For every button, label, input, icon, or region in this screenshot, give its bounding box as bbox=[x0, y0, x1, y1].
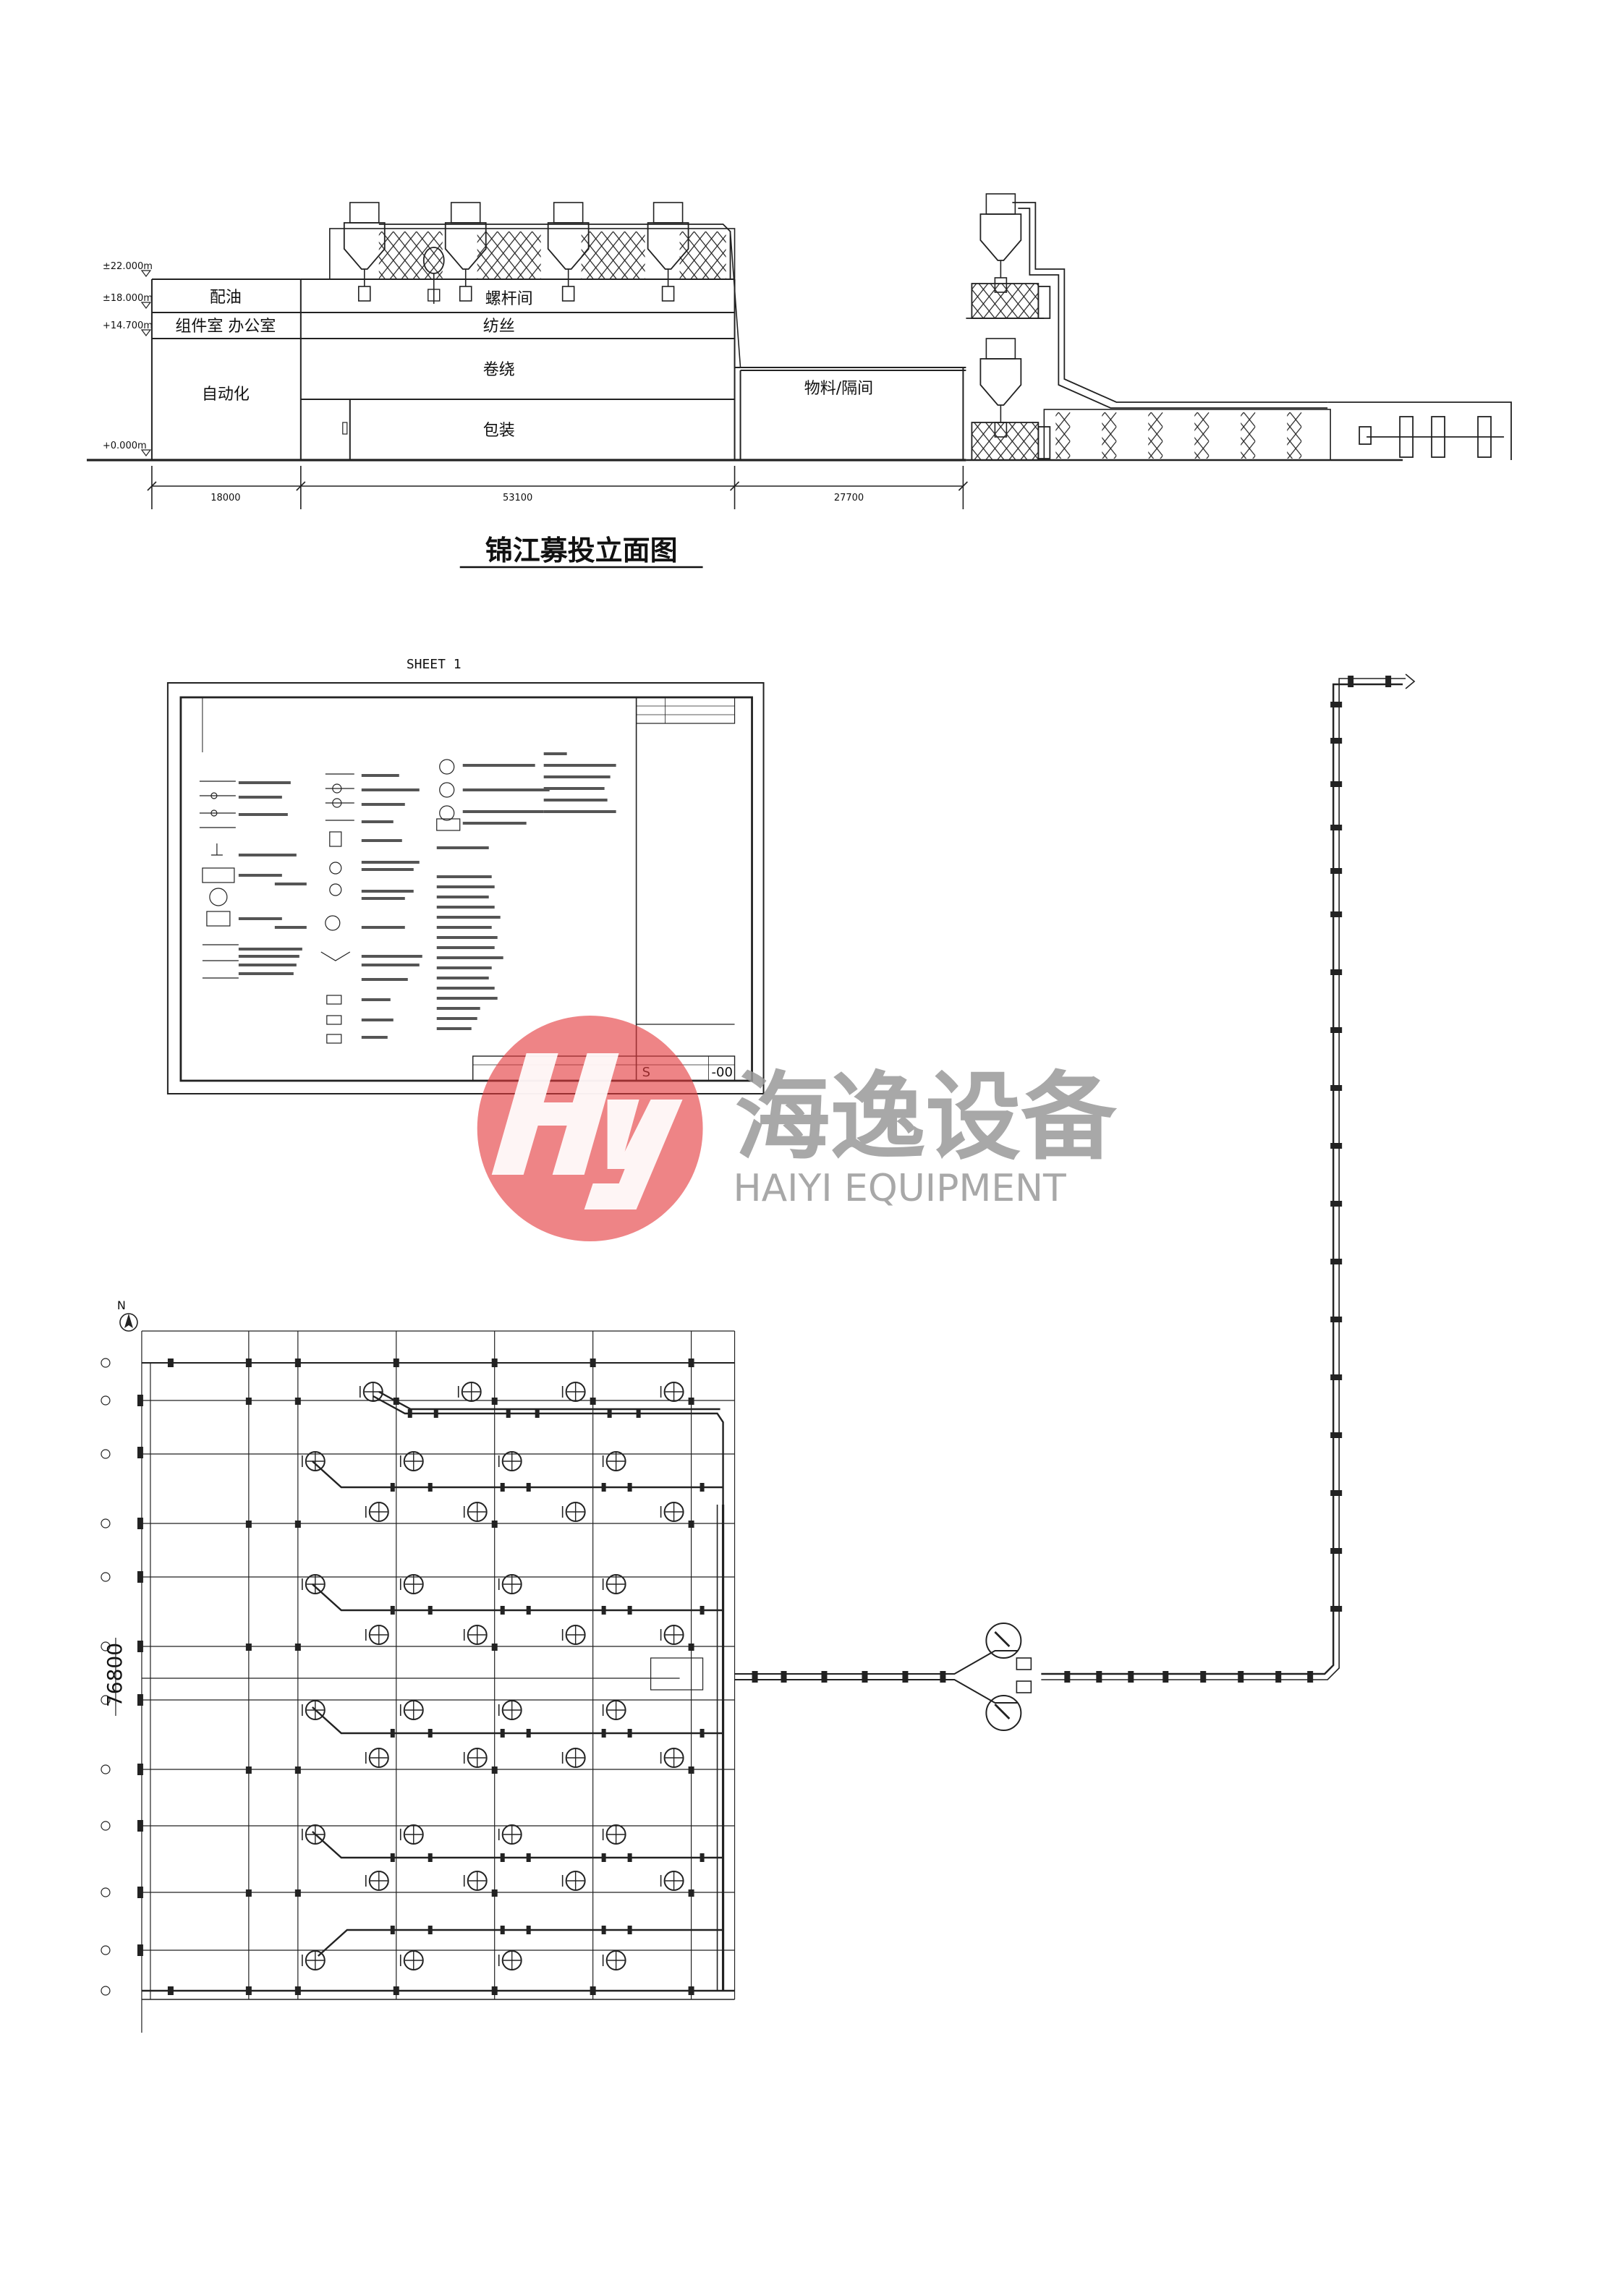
room-spin-module-office: 组件室 办公室 bbox=[175, 318, 276, 336]
elevation-drawing: ±22.000m ±18.000m +14.700m +0.000m bbox=[86, 193, 1512, 569]
room-material: 物料/隔间 bbox=[804, 380, 873, 398]
pipe-fittings bbox=[390, 1409, 705, 1934]
room-screw: 螺杆间 bbox=[485, 290, 533, 308]
dim-53100: 53100 bbox=[503, 493, 532, 503]
axis-bubbles bbox=[101, 1358, 111, 1996]
sheet-code-num: -00 bbox=[712, 1065, 733, 1080]
dimension-line bbox=[147, 466, 968, 509]
conveying-tower bbox=[966, 193, 1512, 461]
column-markers bbox=[137, 1359, 694, 1995]
dim-27700: 27700 bbox=[834, 493, 864, 503]
level-22-label: ±22.000m bbox=[103, 261, 153, 272]
room-labels: 配油 螺杆间 组件室 办公室 纺丝 卷绕 自动化 包装 物料/隔间 bbox=[175, 289, 873, 440]
legend-text-lines bbox=[238, 752, 616, 1039]
roof-equipment bbox=[328, 202, 741, 368]
elevation-title: 锦江募投立面图 bbox=[485, 535, 678, 566]
level-18-label: ±18.000m bbox=[103, 293, 153, 304]
north-arrow-icon bbox=[119, 1313, 138, 1332]
sheet-heading: SHEET 1 bbox=[407, 657, 462, 672]
level-14-7-label: +14.700m bbox=[103, 320, 153, 331]
branch-pipes bbox=[312, 1390, 725, 1991]
watermark-cn: 海逸设备 bbox=[735, 1063, 1118, 1173]
plan-dimension-76800: 76800 bbox=[103, 1643, 127, 1707]
room-spinning: 纺丝 bbox=[483, 318, 515, 336]
north-label: N bbox=[117, 1298, 126, 1312]
haiyi-logo bbox=[477, 1016, 703, 1241]
room-automation: 自动化 bbox=[202, 386, 250, 404]
room-packaging: 包装 bbox=[483, 422, 515, 440]
plan-view: N bbox=[101, 673, 1416, 2033]
column-grid bbox=[141, 1330, 736, 2033]
spinning-units bbox=[301, 1382, 684, 1970]
level-0-label: +0.000m bbox=[103, 441, 147, 451]
main-conveying-line bbox=[734, 673, 1416, 1731]
dim-18000: 18000 bbox=[211, 493, 240, 503]
symbol-list bbox=[199, 759, 461, 1044]
legend-sheet: SHEET 1 S -00 bbox=[166, 657, 765, 1094]
main-line-fittings bbox=[752, 676, 1392, 1683]
haiyi-watermark: 海逸设备 HAIYI EQUIPMENT bbox=[477, 1016, 1118, 1241]
level-marks: ±22.000m ±18.000m +14.700m +0.000m bbox=[103, 261, 153, 456]
room-oiling: 配油 bbox=[210, 289, 242, 307]
room-winding: 卷绕 bbox=[483, 361, 515, 379]
watermark-en: HAIYI EQUIPMENT bbox=[734, 1167, 1066, 1210]
